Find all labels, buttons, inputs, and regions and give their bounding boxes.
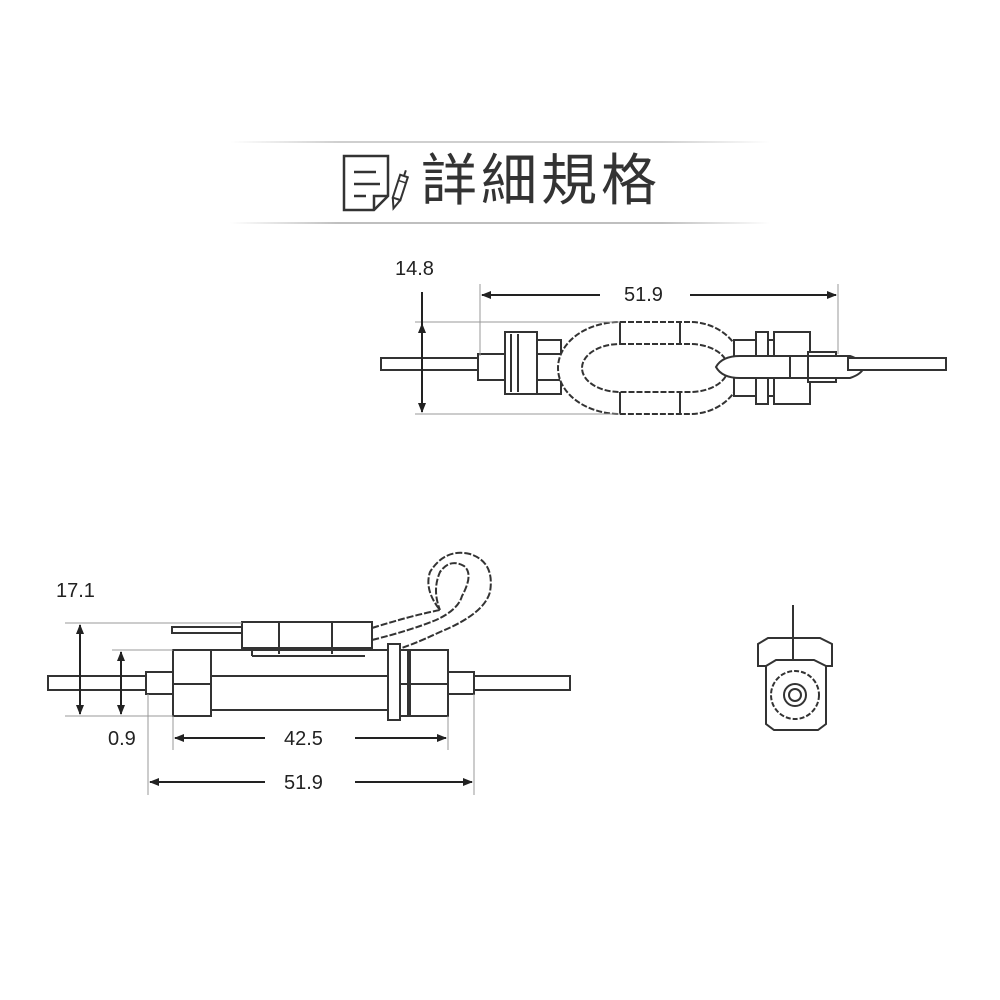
dim-label-side-body-length: 42.5 <box>280 728 327 750</box>
end-view <box>757 605 833 731</box>
dim-label-top-length: 51.9 <box>620 284 667 306</box>
page-title: 詳細規格 <box>421 149 661 214</box>
dim-label-side-overall-length: 51.9 <box>280 772 327 794</box>
dim-label-side-total-height: 17.1 <box>52 580 99 602</box>
side-view <box>47 551 571 795</box>
header-top-divider <box>230 141 770 143</box>
header-bottom-divider <box>230 222 770 224</box>
dim-label-side-lead-diameter: 0.9 <box>104 728 140 750</box>
document-pen-icon <box>340 152 422 221</box>
top-view <box>380 284 947 415</box>
spec-header: 詳細規格 <box>0 0 1000 240</box>
dim-label-top-height: 14.8 <box>391 258 438 280</box>
